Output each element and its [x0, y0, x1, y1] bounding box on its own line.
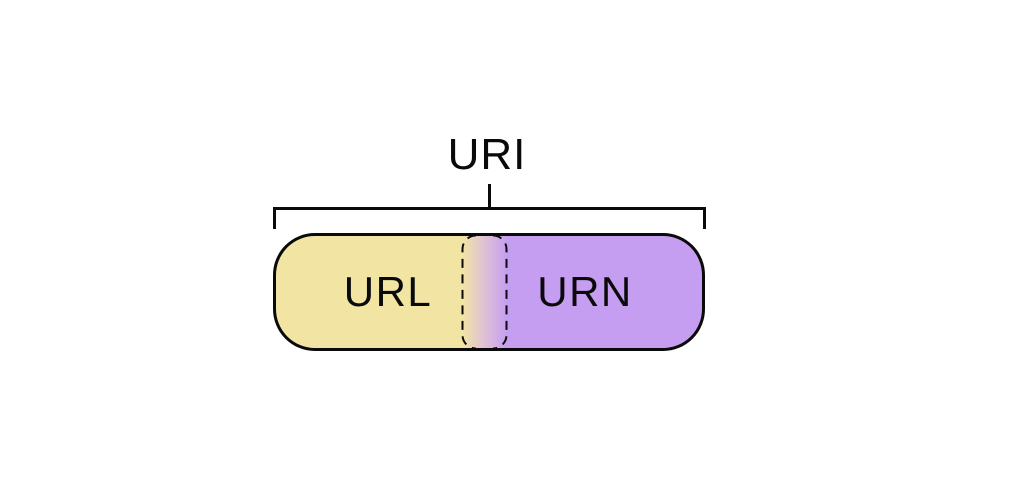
- uri-title-label: URI: [447, 130, 527, 179]
- uri-pill-shape: [273, 233, 705, 351]
- bracket-stem-line: [488, 184, 491, 208]
- urn-region-label: URN: [537, 268, 633, 315]
- uri-scope-bracket: [273, 207, 706, 229]
- url-region-label: URL: [343, 268, 433, 315]
